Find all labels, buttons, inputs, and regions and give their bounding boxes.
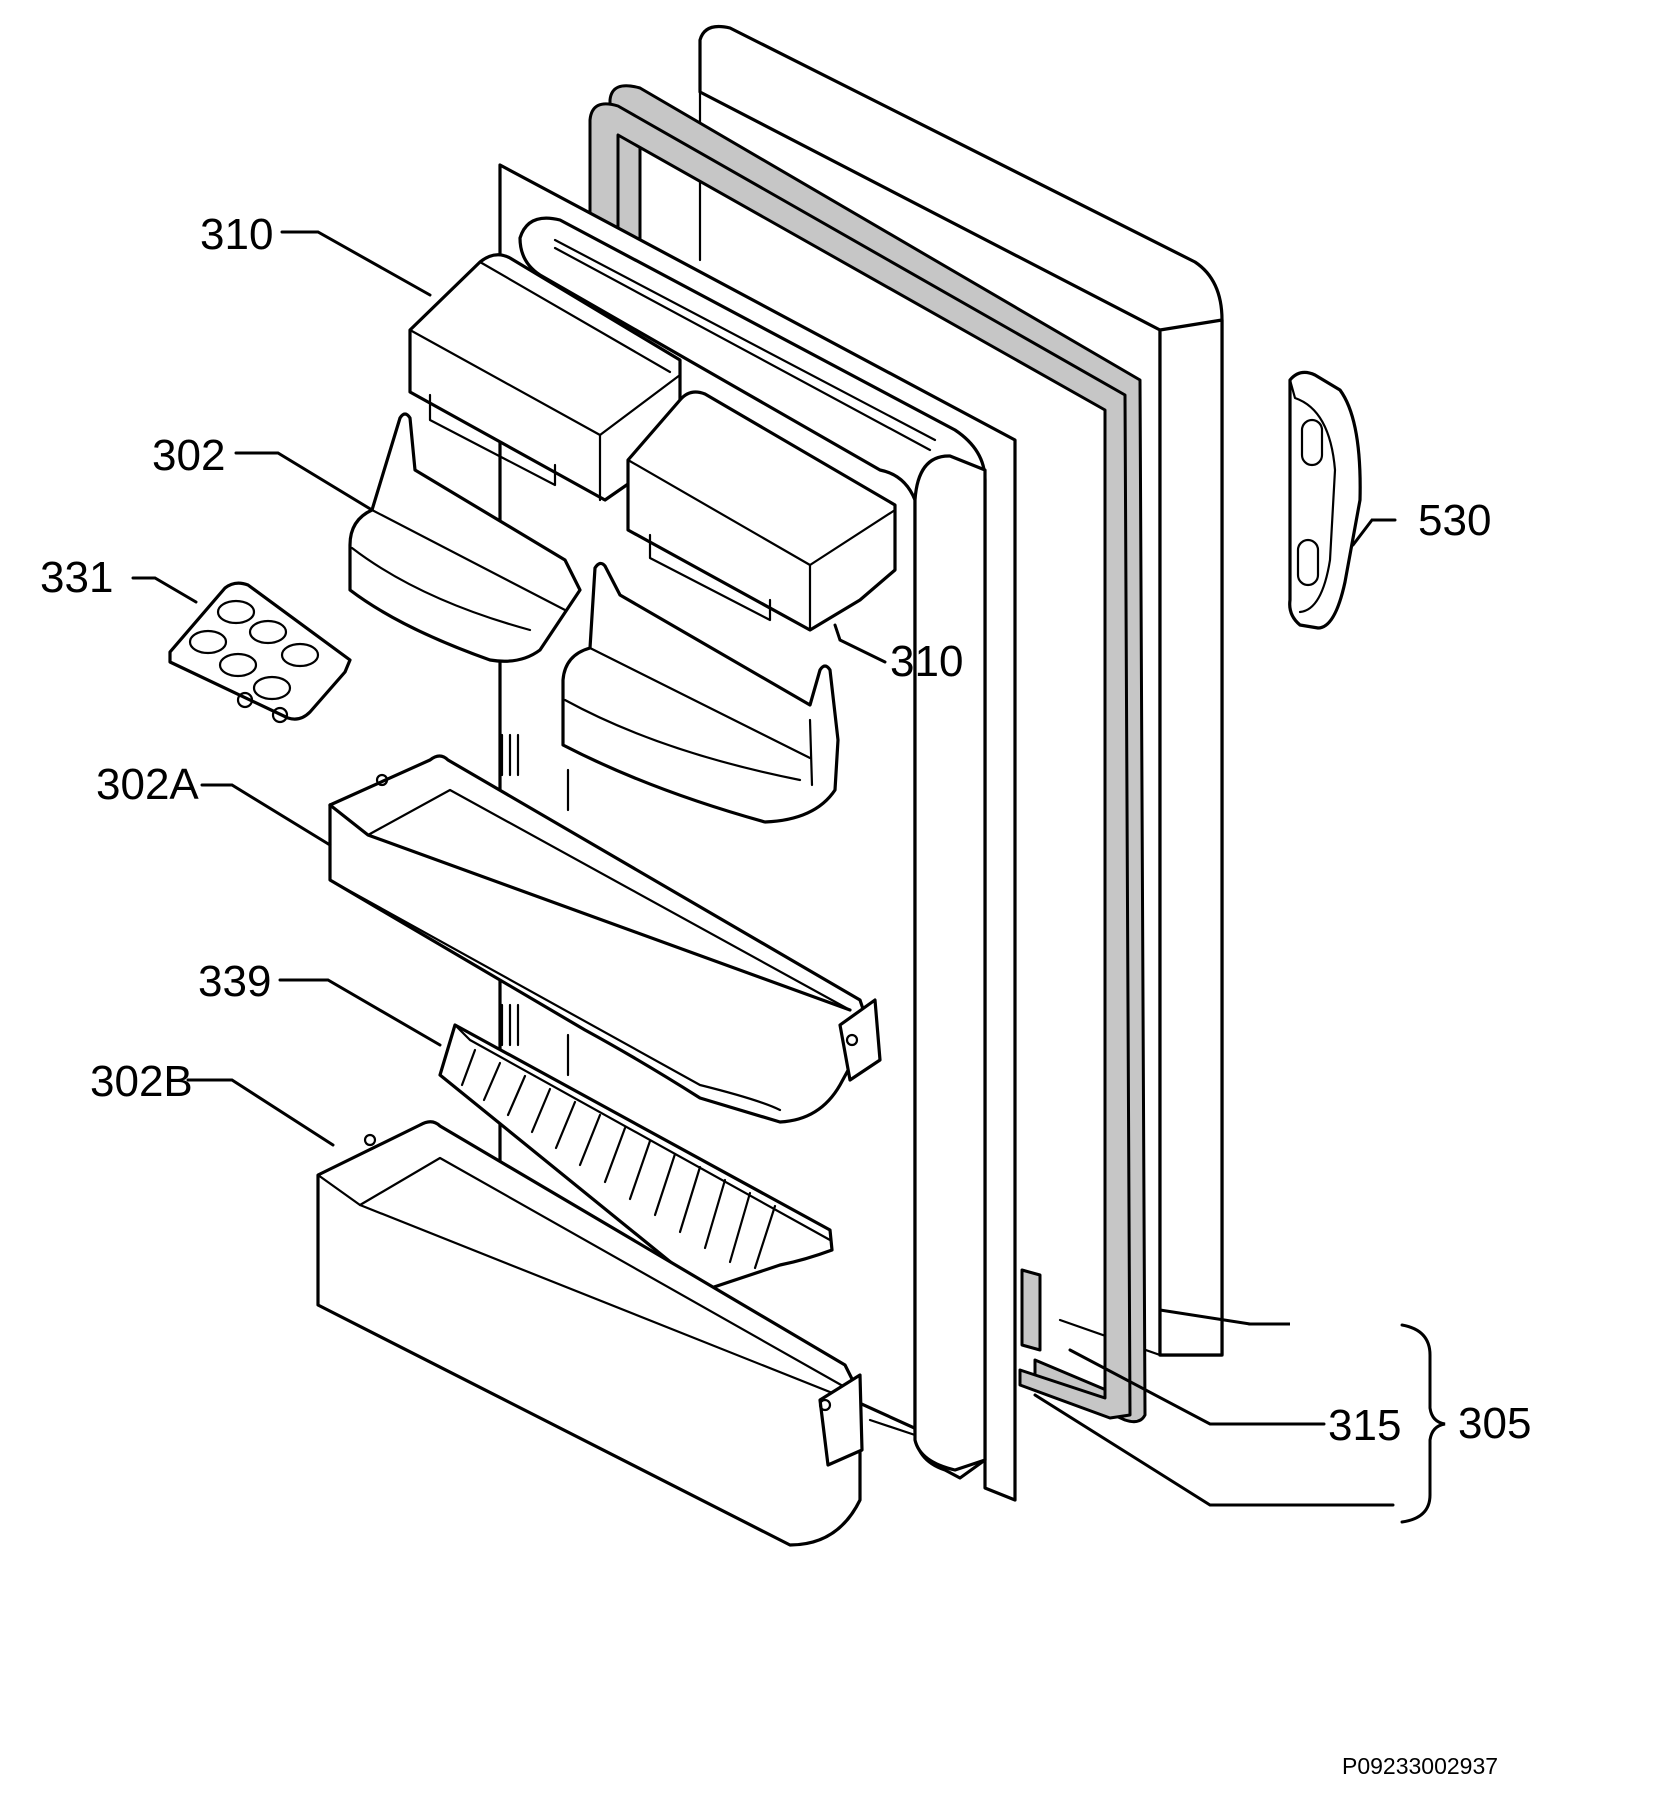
assembly-brace [1400,1323,1446,1524]
label-302b: 302B [90,1057,193,1106]
label-310-right: 310 [890,637,963,686]
door-bin-302-second [561,561,840,824]
drawing-code: P09233002937 [1342,1753,1498,1779]
label-302: 302 [152,431,225,480]
label-530: 530 [1418,496,1491,545]
bottle-rack-302b [316,1120,864,1547]
rib-marks [500,733,570,1077]
outer-door-panel [698,24,1224,1357]
label-331: 331 [40,553,113,602]
leader-lines [131,230,1397,1507]
label-305: 305 [1458,1399,1531,1448]
label-310-top: 310 [200,210,273,259]
shelf-cover-right [626,390,897,632]
bottle-rack-302a [328,754,882,1124]
door-gasket [588,84,1147,1424]
divider-ribs [460,1048,777,1270]
part-labels: 310 302 331 310 530 302A 339 302B 315 30… [40,210,1531,1779]
label-302a: 302A [96,760,199,809]
door-bin-302 [348,412,582,663]
egg-tray-331 [168,581,352,724]
divider-rack [438,1023,834,1292]
label-315: 315 [1328,1401,1401,1450]
label-339: 339 [198,957,271,1006]
handle-530 [1288,370,1362,630]
